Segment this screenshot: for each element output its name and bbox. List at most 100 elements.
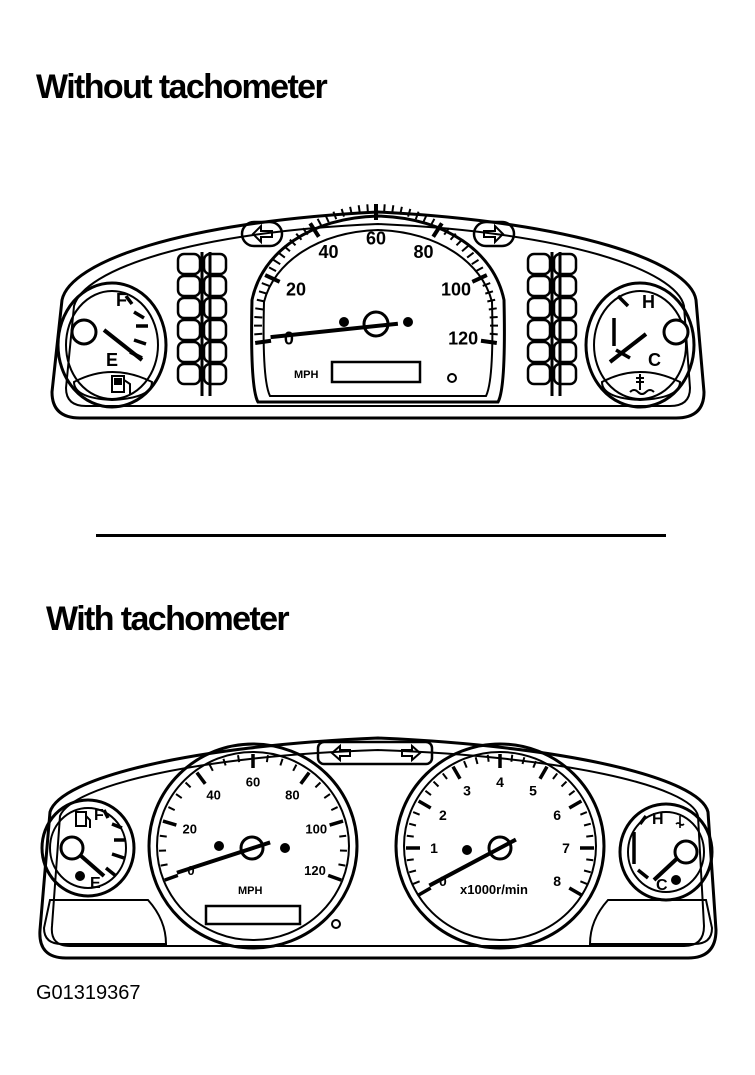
minor-tick: [412, 880, 421, 885]
major-tick: [568, 886, 583, 897]
minor-tick: [552, 772, 559, 780]
fuel-full-label-top: F: [116, 290, 127, 310]
minor-tick: [254, 332, 263, 336]
minor-tick: [449, 233, 457, 241]
left-turn-signal-icon: [240, 220, 284, 248]
minor-tick: [330, 806, 339, 811]
fuel-empty-label-bottom: E: [90, 875, 101, 892]
right-turn-signal-icon: [472, 220, 516, 248]
minor-tick: [414, 211, 420, 220]
temp-cold-label-bottom: C: [656, 877, 668, 894]
minor-tick: [424, 789, 432, 796]
minor-tick: [175, 793, 183, 799]
minor-tick: [429, 218, 436, 227]
fuel-pump-icon: [111, 375, 131, 394]
major-tick: [417, 799, 432, 810]
minor-tick: [340, 208, 345, 217]
scale-label: 0: [187, 863, 194, 878]
minor-tick: [489, 315, 498, 319]
temp-hot-label-top: H: [642, 292, 655, 312]
minor-tick: [302, 227, 309, 236]
minor-tick: [432, 780, 440, 788]
minor-tick: [254, 315, 263, 319]
minor-tick: [391, 205, 395, 214]
scale-label: 120: [304, 863, 326, 878]
minor-tick: [159, 834, 167, 838]
coolant-temp-icon: [629, 374, 655, 395]
scale-label: 100: [441, 280, 471, 300]
minor-tick: [406, 834, 414, 838]
minor-tick: [583, 869, 592, 874]
minor-tick: [532, 760, 537, 769]
minor-tick: [324, 214, 330, 223]
minor-tick: [184, 781, 192, 789]
tach-unit: x1000r/min: [460, 882, 528, 897]
scale-label: 5: [529, 783, 537, 799]
speed-unit-bottom: MPH: [238, 885, 263, 897]
major-tick: [480, 338, 498, 345]
minor-tick: [338, 863, 346, 867]
minor-tick: [474, 756, 479, 765]
minor-tick: [258, 290, 267, 295]
scale-label: 1: [430, 840, 438, 856]
minor-tick: [408, 869, 417, 874]
scale-label: 100: [305, 822, 327, 837]
minor-tick: [357, 205, 361, 214]
minor-tick: [568, 789, 576, 796]
fuel-gauge: [56, 281, 168, 409]
minor-tick: [510, 754, 514, 762]
major-tick: [431, 222, 444, 238]
minor-tick: [399, 206, 403, 215]
major-tick: [308, 222, 321, 238]
fuel-full-label-bottom: F: [94, 807, 104, 824]
minor-tick: [406, 858, 414, 862]
scale-label: 60: [366, 228, 386, 248]
major-tick: [568, 799, 583, 810]
scale-label: 40: [318, 242, 338, 262]
minor-tick: [283, 245, 291, 252]
title-without-tachometer: Without tachometer: [36, 68, 328, 106]
minor-tick: [489, 332, 498, 336]
major-tick: [329, 819, 344, 827]
minor-tick: [471, 259, 480, 266]
minor-tick: [295, 233, 303, 241]
temperature-gauge: [584, 281, 696, 409]
minor-tick: [332, 211, 338, 220]
major-tick: [538, 765, 549, 780]
major-tick: [264, 273, 281, 284]
minor-tick: [586, 834, 594, 838]
minor-tick: [208, 764, 214, 772]
scale-label: 6: [553, 807, 561, 823]
needle: [428, 837, 517, 888]
minor-tick: [272, 259, 281, 266]
scale-label: 8: [553, 873, 561, 889]
minor-tick: [586, 858, 594, 862]
minor-tick: [349, 206, 353, 215]
minor-tick: [521, 756, 526, 765]
scale-label: 80: [413, 242, 433, 262]
minor-tick: [277, 251, 286, 259]
minor-tick: [583, 822, 592, 827]
minor-tick: [366, 204, 369, 213]
major-tick: [254, 338, 272, 345]
minor-tick: [488, 307, 497, 311]
scale-label: 80: [285, 788, 299, 803]
minor-tick: [160, 863, 168, 867]
fuel-empty-label-top: E: [106, 350, 118, 370]
fuel-pump-icon-bottom: [75, 811, 91, 828]
major-tick: [162, 819, 177, 827]
minor-tick: [314, 781, 322, 789]
minor-tick: [222, 758, 227, 766]
scale-label: 2: [439, 807, 447, 823]
minor-tick: [339, 834, 347, 838]
minor-tick: [482, 282, 491, 287]
minor-tick: [466, 251, 475, 259]
scale-label: 0: [439, 873, 447, 889]
cluster-without-tachometer: [50, 210, 706, 420]
scale-label: 40: [206, 788, 220, 803]
figure-id: G01319367: [36, 982, 141, 1004]
minor-tick: [461, 245, 469, 252]
minor-tick: [268, 266, 277, 273]
scale-label: 3: [463, 783, 471, 799]
